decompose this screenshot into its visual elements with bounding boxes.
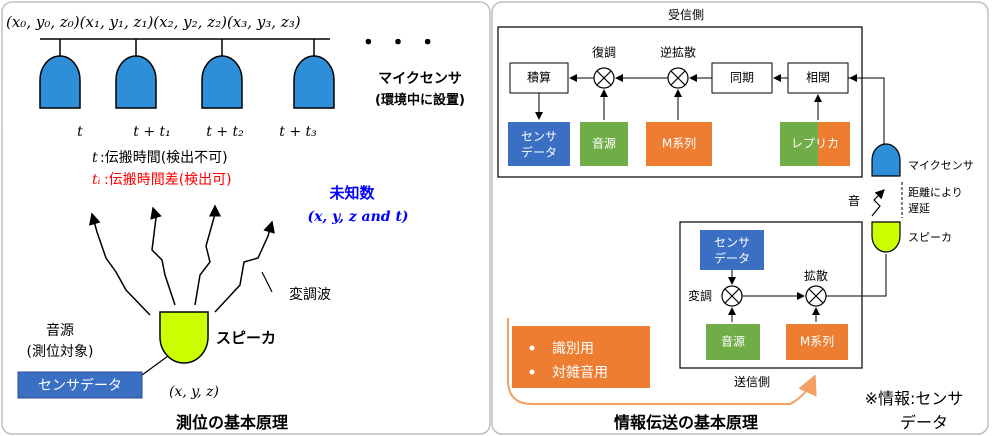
mic-sensor-note: (環境中に設置) [375, 92, 465, 108]
mic-sensor-title: マイクセンサ [378, 71, 462, 87]
tx-sensor-data-line2: データ [714, 251, 750, 266]
right-mic-label: マイクセンサ [908, 159, 974, 172]
tx-sensor-data-box [700, 230, 764, 270]
left-panel-border [1, 1, 491, 435]
tx-sensor-data-line1: センサ [714, 236, 750, 250]
time-label-1: t + t₁ [133, 124, 171, 140]
source-line1: 音源 [46, 322, 74, 339]
sound-label: 音 [848, 193, 860, 208]
wave-arrow-1 [150, 206, 176, 306]
def-ti-text: :伝搬時間差(検出可) [104, 172, 232, 188]
integrate-box [509, 62, 569, 94]
rx-mseq-box [646, 122, 712, 166]
mic-icon [293, 55, 335, 109]
rx-sound-source-box [580, 122, 628, 166]
rx-sensor-data-line1: センサ [521, 130, 557, 144]
bullet-dot [529, 345, 535, 351]
wave-arrow-2 [194, 204, 221, 306]
unknown-title: 未知数 [328, 184, 375, 202]
rx-mseq-label: M系列 [662, 137, 696, 151]
sync-box [711, 62, 773, 94]
receiver-title: 受信側 [668, 8, 704, 22]
note-line2: データ [900, 413, 948, 432]
wave-arrow-3 [214, 220, 275, 313]
mic-icon [39, 55, 81, 109]
bullet-0: 識別用 [552, 341, 594, 357]
bullet-dot [529, 369, 535, 375]
note-line1: ※情報:センサ [865, 389, 964, 408]
mic-icon [115, 55, 157, 109]
right-caption: 情報伝送の基本原理 [614, 413, 758, 432]
sensor-data-box [17, 371, 143, 399]
modulated-wave-label: 変調波 [289, 286, 331, 303]
spread-to-speaker-line [826, 254, 887, 297]
rx-sound-source-label: 音源 [592, 136, 616, 151]
modulate-multiplier-cross [724, 288, 740, 304]
purpose-box [512, 326, 650, 388]
rx-sensor-data-line2: データ [521, 145, 557, 160]
spread-label: 拡散 [804, 268, 828, 283]
speaker-label: スピーカ [216, 329, 276, 347]
left-caption: 測位の基本原理 [176, 413, 288, 432]
delay-line2: 遅延 [908, 202, 930, 215]
despread-multiplier-cross [670, 70, 686, 86]
mic-coordinates: (x₀, y₀, z₀)(x₁, y₁, z₁)(x₂, y₂, z₂)(x₃,… [6, 13, 301, 31]
time-label-3: t + t₃ [279, 124, 317, 140]
mic-icon [201, 55, 243, 109]
replica-box-left [780, 122, 818, 166]
time-label-0: t [77, 124, 83, 140]
orange-arrow [507, 318, 817, 405]
tx-sound-source-box [706, 324, 760, 360]
bullet-1: 対雑音用 [552, 364, 608, 381]
demod-multiplier-cross [596, 70, 612, 86]
correlate-label: 相関 [806, 71, 830, 85]
ellipsis-dots: ・ ・ ・ [357, 31, 438, 56]
spread-multiplier-cross [808, 288, 824, 304]
wave-arrow-0 [89, 212, 151, 316]
modulate-label: 変調 [688, 288, 712, 303]
sound-bolt-icon [871, 189, 885, 217]
replica-box-right [818, 122, 850, 166]
sync-label: 同期 [730, 71, 754, 85]
correlate-box [787, 62, 849, 94]
sensor-data-label: センサデータ [38, 377, 122, 394]
def-ti-var: tᵢ [92, 172, 101, 188]
sensor-data-leader [137, 355, 169, 379]
tx-sound-source-label: 音源 [721, 334, 745, 349]
demod-label: 復調 [592, 45, 616, 60]
replica-label: レプリカ [791, 137, 839, 151]
right-speaker-label: スピーカ [908, 231, 952, 244]
despread-label: 逆拡散 [660, 45, 696, 60]
time-label-2: t + t₂ [206, 124, 244, 140]
speaker-icon [159, 311, 209, 364]
mic-icon [871, 143, 901, 177]
tx-mseq-label: M系列 [800, 335, 834, 349]
right-panel: 受信側 積算 復調 逆拡散 同期 相関 センサ データ 音源 M系列 [491, 1, 989, 435]
delay-line1: 距離により [908, 185, 963, 199]
left-panel: (x₀, y₀, z₀)(x₁, y₁, z₁)(x₂, y₂, z₂)(x₃,… [1, 1, 491, 435]
source-line2: (測位対象) [27, 344, 94, 360]
rx-sensor-data-box [508, 122, 570, 166]
modulated-wave-leader [261, 271, 273, 293]
def-t-text: :伝搬時間(検出不可) [100, 150, 228, 166]
tx-mseq-box [786, 324, 848, 360]
integrate-label: 積算 [527, 70, 551, 85]
def-t-var: t [92, 150, 98, 166]
unknown-vars: (x, y, z and t) [307, 209, 408, 225]
transmitter-title: 送信側 [734, 374, 770, 389]
speaker-icon [871, 221, 901, 253]
position-label: (x, y, z) [169, 384, 219, 400]
